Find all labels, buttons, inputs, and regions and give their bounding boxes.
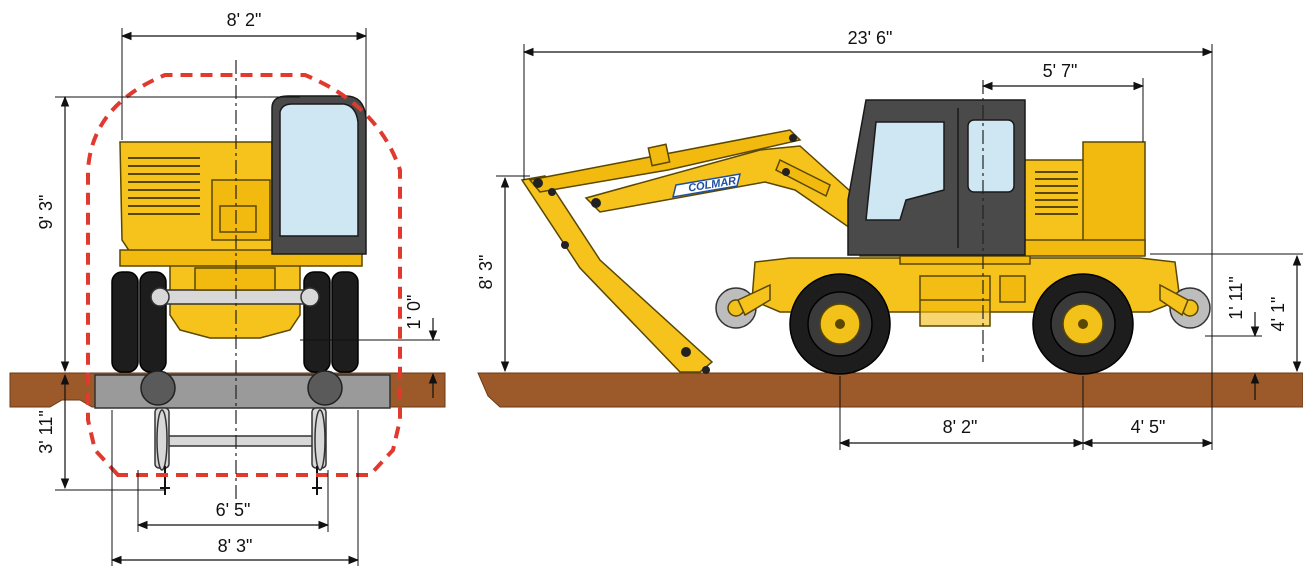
front-cab (271, 95, 367, 255)
dim-front-width-bottom: 8' 3" (218, 536, 253, 556)
front-dimensions: 8' 2" 9' 3" 3' 11" 1' 0" 6' 5" 8' 3" (36, 10, 440, 566)
sleeper-block (94, 374, 391, 409)
rail-axle (154, 407, 327, 495)
ground-side (477, 372, 1303, 408)
dim-side-wheelbase: 8' 2" (943, 417, 978, 437)
dim-front-width-top: 8' 2" (227, 10, 262, 30)
dim-side-rail-wheel-height: 1' 11" (1226, 276, 1246, 320)
side-cab (847, 99, 1026, 256)
dim-side-cab-offset: 5' 7" (1043, 61, 1078, 81)
rail-wheel-right (307, 370, 343, 406)
dim-side-boom-height: 8' 3" (476, 255, 496, 290)
front-view (86, 60, 402, 500)
dim-side-body-height: 4' 1" (1268, 297, 1288, 332)
dim-front-wheel-clearance: 1' 0" (404, 295, 424, 330)
front-tires (111, 271, 359, 373)
dim-front-below-rail: 3' 11" (36, 410, 56, 454)
side-dimensions: 23' 6" 5' 7" 8' 3" 1' 11" 4' 1" 8' 2" 4'… (476, 28, 1303, 450)
dim-front-rail-gauge: 6' 5" (216, 500, 251, 520)
side-tires (789, 273, 1134, 375)
rail-wheel-left (140, 370, 176, 406)
dim-side-overall-length: 23' 6" (848, 28, 893, 48)
dim-side-rear-overhang: 4' 5" (1131, 417, 1166, 437)
excavator-arm: COLMAR (520, 129, 861, 374)
loading-gauge-outline (86, 73, 402, 477)
side-view: COLMAR (520, 80, 1211, 375)
front-undercarriage (150, 264, 320, 339)
dim-front-height: 9' 3" (36, 195, 56, 230)
side-rail-wheels (715, 283, 1211, 329)
